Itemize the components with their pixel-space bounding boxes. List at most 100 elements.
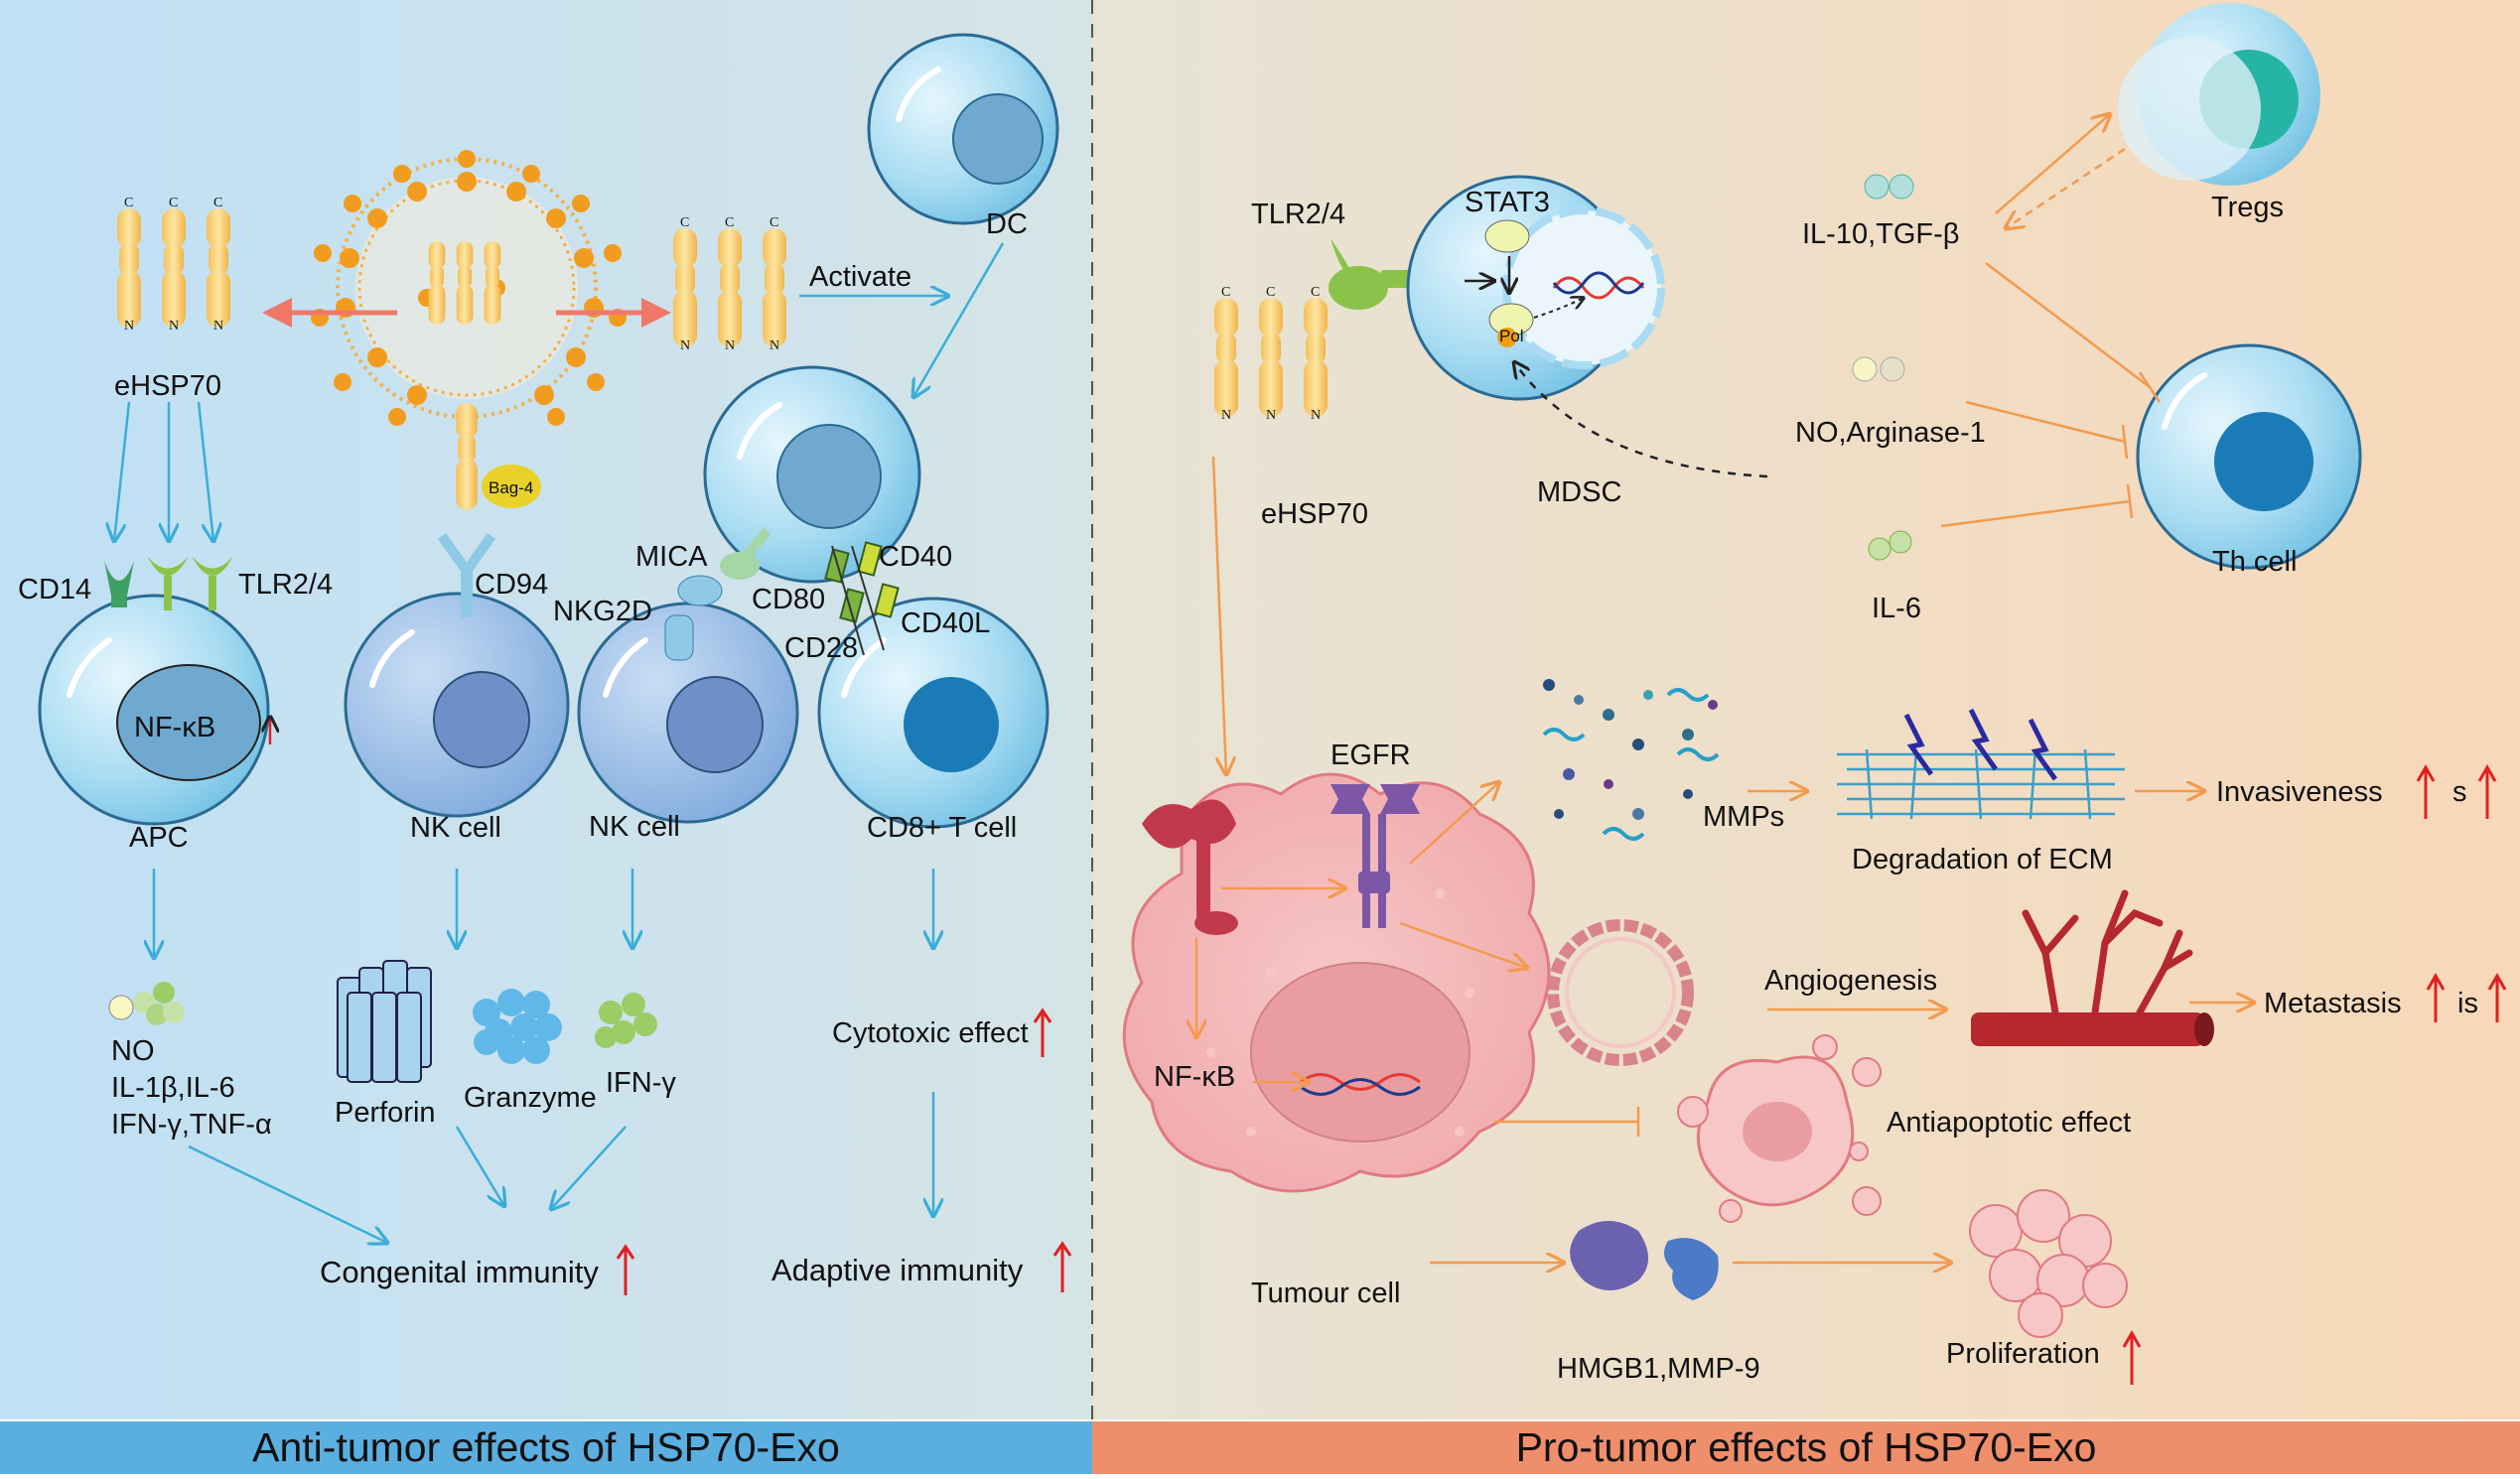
proliferation-label: Proliferation [1946, 1338, 2100, 1370]
arrow-ehsp-apc-1 [114, 401, 131, 541]
svg-text:N: N [213, 319, 223, 334]
angiogenesis-label: Angiogenesis [1764, 965, 1937, 997]
ehsp70-molecules-center: CN CN CN [673, 215, 786, 353]
mdsc-feedback-arrow [1514, 362, 1768, 478]
tregs-label: Tregs [2211, 192, 2284, 223]
svg-text:C: C [1221, 285, 1230, 300]
il6-label: IL-6 [1872, 593, 1921, 624]
th-cell-label: Th cell [2212, 546, 2297, 578]
ifng-label: IFN-γ [606, 1067, 676, 1099]
dendritic-cell-lower [703, 365, 921, 584]
th-cell [2136, 343, 2362, 570]
footer-left-label: Anti-tumor effects of HSP70-Exo [252, 1424, 840, 1470]
ehsp70-molecules-left: CN CN CN [117, 196, 230, 334]
adaptive-label: Adaptive immunity [771, 1253, 1024, 1287]
mmps-icon [1542, 679, 1720, 841]
nfkb-label-apc: NF-κB [134, 712, 215, 743]
pol-label: Pol [1499, 327, 1524, 345]
apoptotic-cell-icon [1677, 1034, 1882, 1223]
footer-right-label: Pro-tumor effects of HSP70-Exo [1516, 1424, 2097, 1470]
il6-icon [1868, 530, 1912, 561]
no-arg-label: NO,Arginase-1 [1795, 417, 1986, 449]
exosome [311, 150, 627, 510]
bag4-label: Bag-4 [489, 478, 533, 497]
tlr24-label-apc: TLR2/4 [238, 569, 333, 601]
il10-label: IL-10,TGF-β [1802, 218, 1959, 250]
svg-text:N: N [169, 319, 179, 334]
cd80-label: CD80 [752, 584, 825, 615]
hmgb1-label: HMGB1,MMP-9 [1557, 1353, 1760, 1385]
ehsp70-label: eHSP70 [114, 370, 221, 402]
cd14-label: CD14 [18, 574, 91, 605]
svg-text:C: C [169, 196, 178, 210]
ifng-icon [595, 993, 657, 1048]
ehsp70-molecules-right: C N C N C N [1214, 285, 1328, 423]
tumour-label: Tumour cell [1251, 1277, 1400, 1309]
il10-icon [1864, 174, 1914, 200]
apc-cytokines-icon [108, 982, 185, 1025]
svg-text:C: C [680, 215, 689, 230]
arrow-to-congenital-3 [551, 1126, 627, 1209]
antiapoptotic-label: Antiapoptotic effect [1887, 1107, 2131, 1139]
hmgb1-icon [1570, 1221, 1719, 1300]
vessel-ring-icon [1547, 919, 1694, 1066]
cd28-label: CD28 [784, 632, 858, 664]
svg-text:C: C [124, 196, 133, 210]
il1b-il6-label: IL-1β,IL-6 [111, 1072, 235, 1104]
apc-cell [38, 556, 270, 826]
dc-label: DC [986, 208, 1028, 240]
perforin-label: Perforin [335, 1097, 436, 1129]
cd94-label: CD94 [475, 569, 548, 601]
no-label: NO [111, 1035, 155, 1067]
cd8-t-cell [817, 541, 1050, 829]
activate-label: Activate [809, 261, 911, 293]
nkg2d-label: NKG2D [553, 596, 652, 627]
cd40l-label: CD40L [901, 607, 990, 639]
no-arg-icon [1852, 356, 1905, 382]
nk-cell-1-label: NK cell [410, 812, 501, 844]
congenital-label: Congenital immunity [320, 1255, 599, 1289]
apc-label: APC [129, 822, 189, 854]
proliferation-icon [1969, 1189, 2128, 1338]
egfr-receptor [1330, 784, 1420, 928]
cytotoxic-label: Cytotoxic effect [832, 1017, 1029, 1049]
svg-text:C: C [770, 215, 778, 230]
ifng-tnfa-label: IFN-γ,TNF-α [111, 1109, 272, 1141]
inhibition-lines-th [1940, 262, 2162, 528]
arrow-egfr-mmps [1409, 782, 1499, 865]
arrow-to-congenital-2 [455, 1126, 504, 1206]
tlr24-top-label: TLR2/4 [1251, 199, 1345, 230]
egfr-label: EGFR [1330, 740, 1411, 771]
ecm-icon [1837, 708, 2125, 820]
svg-text:N: N [124, 319, 134, 334]
mica-label: MICA [635, 541, 708, 573]
ehsp70-right-label: eHSP70 [1261, 498, 1368, 530]
arrow-to-congenital-1 [188, 1144, 387, 1243]
mmps-label: MMPs [1703, 801, 1784, 833]
nk-cell-2-label: NK cell [589, 811, 680, 843]
perforin-icon [337, 960, 432, 1083]
nk-cell-2 [577, 527, 799, 824]
invasiveness-label: Invasiveness [2216, 776, 2383, 808]
footer-left-bar [0, 1421, 1092, 1474]
svg-text:C: C [1266, 285, 1275, 300]
mdsc-cell [1406, 175, 1665, 401]
svg-text:N: N [1311, 408, 1321, 423]
tregs-cell [2118, 3, 2320, 186]
blood-vessel-icon [1971, 889, 2214, 1046]
nk-cell-1 [344, 533, 570, 818]
svg-text:N: N [1221, 408, 1231, 423]
metastasis-label: Metastasis [2264, 988, 2402, 1019]
stat3-label: STAT3 [1465, 187, 1550, 218]
svg-text:C: C [1311, 285, 1320, 300]
granzyme-label: Granzyme [464, 1082, 597, 1114]
ecm-label: Degradation of ECM [1852, 844, 2113, 875]
svg-text:N: N [725, 338, 735, 353]
arrow-il10-tregs [1995, 114, 2110, 214]
invasiveness-trail: s [2452, 776, 2467, 808]
svg-text:N: N [680, 338, 690, 353]
granzyme-icon [473, 989, 562, 1064]
svg-text:N: N [1266, 408, 1276, 423]
